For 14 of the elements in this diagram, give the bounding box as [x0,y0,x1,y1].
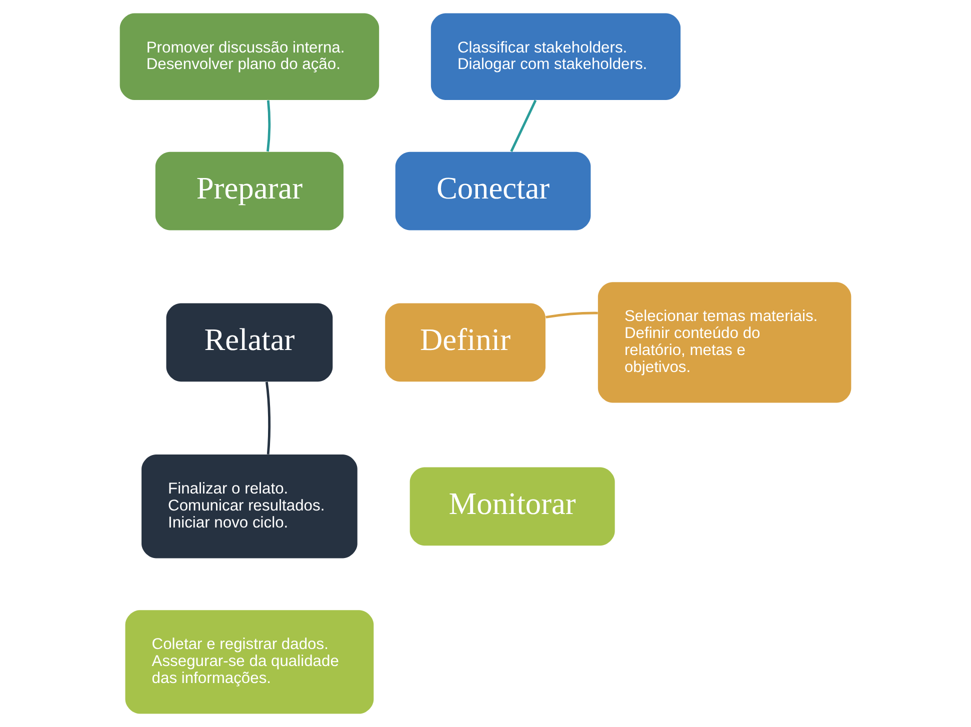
node-box: Preparar [155,152,344,230]
node-box: Promover discussão interna. Desenvolver plano do ação. [120,13,380,100]
node-box: Selecionar temas materiais. Definir conteúdo do relatório, metas e objetivos. [598,282,852,403]
node-box: Classificar stakeholders. Dialogar com stakeholders. [430,13,681,100]
connector [546,312,598,318]
node-box: Relatar [166,303,333,382]
node-box: Monitorar [410,467,615,546]
connector [510,100,537,152]
connector [266,100,271,152]
connector [265,382,271,454]
node-box: Conectar [395,152,591,230]
node-box: Coletar e registrar dados. Assegurar-se da qualidade das informações. [125,610,374,714]
node-box: Definir [385,303,546,382]
node-box: Finalizar o relato. Comunicar resultados. Iniciar novo ciclo. [142,454,358,558]
